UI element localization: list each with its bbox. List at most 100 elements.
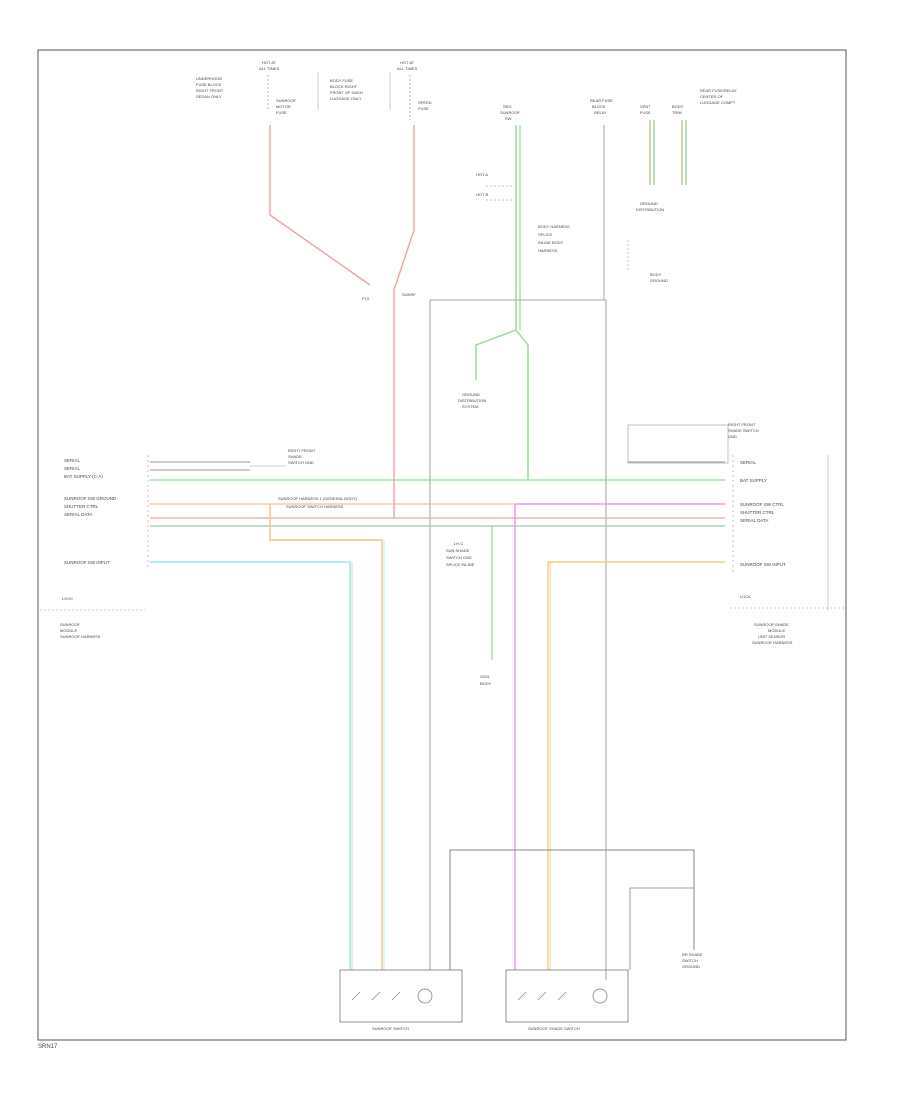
wire-green-trunk xyxy=(515,125,529,480)
svg-text:SWITCH: SWITCH xyxy=(682,958,698,963)
svg-text:LUGGAGE ONLY: LUGGAGE ONLY xyxy=(330,96,362,101)
svg-text:SUNROOF HARNESS: SUNROOF HARNESS xyxy=(60,634,101,639)
wire-bottom-return xyxy=(449,849,695,970)
svg-text:SUNROOF HARNESS 1 (GENERAL BOD: SUNROOF HARNESS 1 (GENERAL BODY) xyxy=(278,496,358,501)
svg-text:LUGGAGE COMPT: LUGGAGE COMPT xyxy=(700,100,736,105)
top-left-fuse: HOT AT ALL TIMES UNDERHOOD FUSE BLOCK RI… xyxy=(196,60,297,115)
svg-text:MODULE: MODULE xyxy=(768,628,785,633)
svg-text:MODULE: MODULE xyxy=(60,628,77,633)
wire-orange-left xyxy=(269,504,383,970)
sunroof-switch: SUNROOF SWITCH xyxy=(339,969,463,1031)
wire-red-2 xyxy=(393,125,415,291)
svg-text:SERIAL DATA: SERIAL DATA xyxy=(740,518,768,523)
svg-text:DISTRIBUTION: DISTRIBUTION xyxy=(458,398,486,403)
svg-text:INLINE BODY: INLINE BODY xyxy=(538,240,564,245)
svg-text:SWITCH GND: SWITCH GND xyxy=(288,460,314,465)
svg-text:SUNROOF HARNESS: SUNROOF HARNESS xyxy=(752,640,793,645)
svg-text:ALL TIMES: ALL TIMES xyxy=(259,66,280,71)
svg-text:HOT A: HOT A xyxy=(476,172,488,177)
svg-text:SUNROOF SWITCH HARNESS: SUNROOF SWITCH HARNESS xyxy=(286,504,344,509)
svg-text:HOT AT: HOT AT xyxy=(262,60,277,65)
svg-text:LOCK: LOCK xyxy=(740,594,751,599)
svg-text:SWITCH GND: SWITCH GND xyxy=(446,555,472,560)
sunroof-shade-switch: SUNROOF SHADE SWITCH xyxy=(505,969,629,1031)
svg-text:RIGHT FRONT: RIGHT FRONT xyxy=(196,88,224,93)
svg-text:SERIAL: SERIAL xyxy=(740,460,757,465)
splice-top: SRG SUNROOF SW REAR FUSE BLOCK RELAY HOT… xyxy=(476,98,613,201)
svg-text:SUNROOF SW INPUT: SUNROOF SW INPUT xyxy=(740,562,786,567)
splice-mid-label: BODY HARNESS SPLICE INLINE BODY HARNESS … xyxy=(538,224,668,283)
svg-text:GROUND: GROUND xyxy=(650,278,668,283)
svg-text:FRONT OF DASH: FRONT OF DASH xyxy=(330,90,363,95)
svg-text:FUSE BLOCK: FUSE BLOCK xyxy=(196,82,222,87)
svg-text:SUNRF: SUNRF xyxy=(402,292,416,297)
svg-text:BODY: BODY xyxy=(672,104,684,109)
svg-text:BODY: BODY xyxy=(650,272,662,277)
svg-text:CENTER OF: CENTER OF xyxy=(700,94,724,99)
svg-text:SUNROOF SWITCH: SUNROOF SWITCH xyxy=(372,1026,409,1031)
svg-text:BAT SUPPLY: BAT SUPPLY xyxy=(740,478,767,483)
svg-text:HARNESS: HARNESS xyxy=(538,248,558,253)
doc-code: SRN17 xyxy=(38,1044,58,1050)
wire-grey-right xyxy=(603,125,607,980)
svg-text:BAT SUPPLY (C-A): BAT SUPPLY (C-A) xyxy=(64,474,103,479)
svg-text:SUNROOF: SUNROOF xyxy=(276,98,297,103)
diagram-frame xyxy=(37,49,847,1041)
svg-text:VENT: VENT xyxy=(640,104,651,109)
svg-text:RR SHADE: RR SHADE xyxy=(682,952,703,957)
svg-text:BODY: BODY xyxy=(480,681,492,686)
svg-text:SUNROOF SW CTRL: SUNROOF SW CTRL xyxy=(740,502,784,507)
svg-text:ALL TIMES: ALL TIMES xyxy=(397,66,418,71)
svg-text:GND: GND xyxy=(728,434,737,439)
svg-text:SUN SHADE: SUN SHADE xyxy=(446,548,470,553)
svg-text:SUNROOF: SUNROOF xyxy=(500,110,521,115)
svg-text:RIGHT FRONT: RIGHT FRONT xyxy=(288,448,316,453)
svg-text:SPEED: SPEED xyxy=(418,100,432,105)
svg-text:SPLICE: SPLICE xyxy=(538,232,553,237)
svg-text:SEDAN ONLY: SEDAN ONLY xyxy=(196,94,222,99)
svg-text:SRG: SRG xyxy=(503,104,512,109)
svg-text:G201: G201 xyxy=(480,674,491,679)
svg-text:BODY HARNESS: BODY HARNESS xyxy=(538,224,570,229)
svg-text:UNIT SENSOR: UNIT SENSOR xyxy=(758,634,785,639)
top-right-fuses: VENT FUSE BODY TRIM REAR FUSE/RELAY CENT… xyxy=(636,88,737,212)
svg-text:REAR FUSE/RELAY: REAR FUSE/RELAY xyxy=(700,88,737,93)
svg-text:HOT AT: HOT AT xyxy=(400,60,415,65)
svg-text:SUNROOF SW GROUND: SUNROOF SW GROUND xyxy=(64,496,117,501)
svg-text:SUNROOF: SUNROOF xyxy=(60,622,81,627)
svg-text:SPLICE INLINE: SPLICE INLINE xyxy=(446,562,475,567)
svg-text:BLOCK: BLOCK xyxy=(592,104,606,109)
svg-text:LH-C: LH-C xyxy=(454,541,463,546)
svg-text:FUSE: FUSE xyxy=(640,110,651,115)
svg-text:GROUND: GROUND xyxy=(462,392,480,397)
svg-text:HOT B: HOT B xyxy=(476,192,488,197)
svg-text:F13: F13 xyxy=(362,296,370,301)
left-connector: SERIAL SERIAL BAT SUPPLY (C-A) SUNROOF S… xyxy=(40,455,149,639)
wire-red-1 xyxy=(269,125,371,286)
right-connector: RIGHT FRONT SHADE SWITCH GND SERIAL BAT … xyxy=(627,422,846,645)
svg-text:RELAY: RELAY xyxy=(594,110,607,115)
svg-text:BODY FUSE: BODY FUSE xyxy=(330,78,353,83)
svg-text:SHUTTER CTRL: SHUTTER CTRL xyxy=(64,504,99,509)
svg-text:SERIAL DATA: SERIAL DATA xyxy=(64,512,92,517)
svg-text:MOTOR: MOTOR xyxy=(276,104,291,109)
svg-text:UNDERHOOD: UNDERHOOD xyxy=(196,76,222,81)
svg-text:SYSTEM: SYSTEM xyxy=(462,404,478,409)
svg-text:FUSE: FUSE xyxy=(418,106,429,111)
wire-cyan xyxy=(150,561,351,970)
svg-text:SERIAL: SERIAL xyxy=(64,458,81,463)
svg-text:SUNROOF SHADE: SUNROOF SHADE xyxy=(754,622,789,627)
svg-text:REAR FUSE: REAR FUSE xyxy=(590,98,613,103)
top-mid-fuse: HOT AT ALL TIMES BODY FUSE BLOCK RIGHT F… xyxy=(330,60,432,120)
svg-text:BLOCK RIGHT: BLOCK RIGHT xyxy=(330,84,358,89)
svg-text:SHADE: SHADE xyxy=(288,454,302,459)
svg-text:SW: SW xyxy=(505,116,512,121)
svg-text:GROUND: GROUND xyxy=(682,964,700,969)
wire-yellow-right xyxy=(547,561,725,970)
svg-text:SUNROOF SHADE SWITCH: SUNROOF SHADE SWITCH xyxy=(528,1026,580,1031)
svg-text:DISTRIBUTION: DISTRIBUTION xyxy=(636,207,664,212)
svg-text:LOCK: LOCK xyxy=(62,596,73,601)
svg-text:SERIAL: SERIAL xyxy=(64,466,81,471)
svg-text:SHUTTER CTRL: SHUTTER CTRL xyxy=(740,510,775,515)
